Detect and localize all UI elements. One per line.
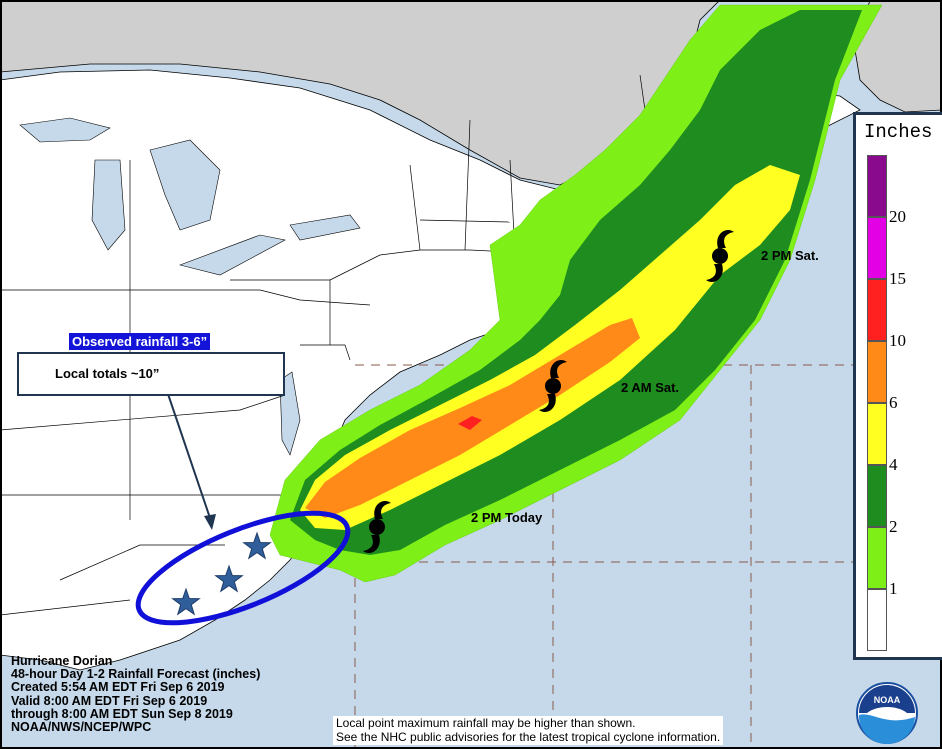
storm-name: Hurricane Dorian (11, 654, 113, 668)
legend-level-label: 15 (889, 269, 906, 288)
rain-band-10in (458, 416, 482, 430)
pointer-arrow (167, 393, 216, 530)
legend-level-label: 20 (889, 207, 906, 226)
agency-credit: NOAA/NWS/NCEP/WPC (11, 720, 152, 735)
noaa-logo-icon: NOAA (856, 682, 918, 745)
lake-huron (149, 139, 221, 231)
lake-ontario (289, 214, 361, 241)
legend-swatch (867, 589, 887, 651)
legend: Inches 20 15 10 6 4 2 1 (853, 112, 942, 660)
disclaimer: Local point maximum rainfall may be high… (333, 716, 724, 745)
created-time: Created 5:54 AM EDT Fri Sep 6 2019 (11, 680, 225, 695)
chesapeake-bay (279, 371, 301, 456)
legend-level-label: 10 (889, 331, 906, 350)
valid-end: through 8:00 AM EDT Sun Sep 8 2019 (11, 706, 233, 721)
legend-swatch (867, 341, 887, 403)
disclaimer-line-2: See the NHC public advisories for the la… (336, 729, 721, 744)
cyclone-icon (363, 500, 391, 554)
legend-level-label: 2 (889, 517, 898, 536)
observed-rainfall-outline (135, 510, 351, 626)
legend-swatch (867, 403, 887, 465)
storm-label-today: 2 PM Today (471, 510, 543, 525)
noaa-logo-text: NOAA (874, 695, 901, 705)
lake-superior (19, 117, 111, 143)
observed-rainfall-title: Observed rainfall 3-6” (69, 333, 211, 350)
legend-level-label: 6 (889, 393, 898, 412)
legend-swatch (867, 279, 887, 341)
legend-title: Inches (864, 121, 933, 143)
legend-swatch (867, 217, 887, 279)
forecast-title: 48-hour Day 1-2 Rainfall Forecast (inche… (11, 667, 261, 682)
lake-michigan (91, 159, 126, 251)
storm-label-2am-sat: 2 AM Sat. (621, 380, 680, 395)
forecast-info: Hurricane Dorian 48-hour Day 1-2 Rainfal… (11, 654, 261, 735)
disclaimer-line-1: Local point maximum rainfall may be high… (336, 716, 636, 730)
legend-swatch (867, 465, 887, 527)
local-totals-label: Local totals ~10” (55, 366, 160, 381)
lake-erie (178, 234, 286, 276)
cyclone-icon (706, 229, 734, 283)
canada-east-land (854, 0, 942, 113)
cyclone-icon (539, 359, 567, 413)
storm-label-2pm-sat: 2 PM Sat. (761, 248, 819, 263)
legend-level-label: 1 (889, 579, 898, 598)
legend-level-label: 4 (889, 455, 898, 474)
legend-swatch (867, 527, 887, 589)
legend-swatch (867, 155, 887, 217)
observed-callout-box (17, 352, 285, 396)
valid-start: Valid 8:00 AM EDT Fri Sep 6 2019 (11, 693, 208, 708)
